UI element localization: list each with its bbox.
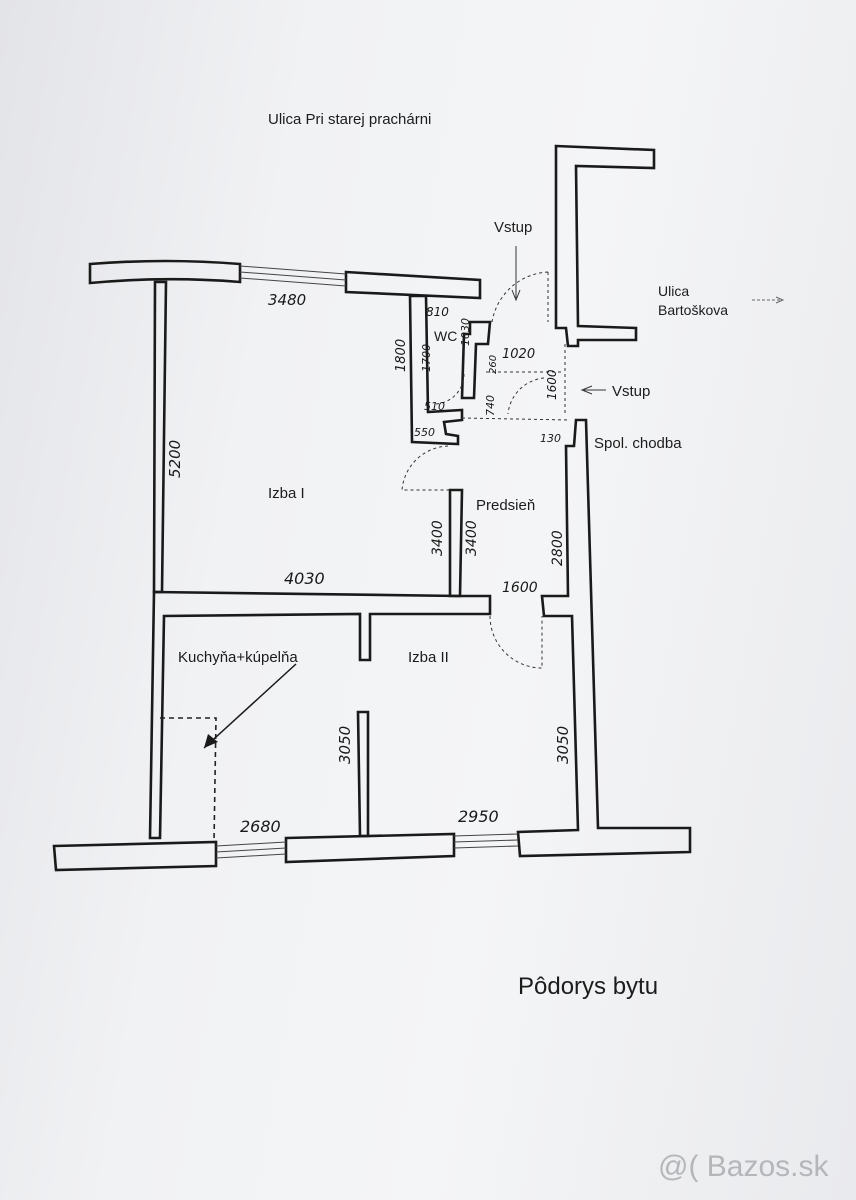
wall-corridor [554,144,656,348]
dim-4030: 4030 [284,569,325,588]
wall-wc-left [408,294,464,446]
dim-5200: 5200 [166,440,184,478]
dim-2800: 2800 [550,530,566,566]
dim-260: 260 [488,355,499,374]
entrance-right-label: Vstup [612,383,650,400]
dim-130: 130 [540,432,561,445]
door-wc [433,373,465,405]
wall-top-left [88,259,242,285]
room-izba1-label: Izba I [268,485,305,502]
dim-3480: 3480 [268,291,306,309]
room-wc-label: WC [434,328,457,344]
dim-810: 810 [426,305,449,319]
windows [215,265,519,859]
wall-partition [356,710,370,838]
dim-2950: 2950 [458,807,499,826]
street-right-label-2: Bartoškova [658,302,728,318]
dim-510: 510 [424,400,445,413]
wall-izba1-bottom [148,590,492,840]
wall-predsien-right [516,418,692,858]
plan-caption: Pôdorys bytu [518,973,658,1000]
dim-1600-horizontal: 1600 [502,580,538,596]
dim-1800: 1800 [394,339,409,372]
corridor-label: Spol. chodba [594,435,682,452]
dim-3400-right: 3400 [464,520,480,556]
arrows [203,246,785,749]
dim-3050-right: 3050 [554,726,572,764]
room-izba2-label: Izba II [408,649,449,666]
room-kitchen-label: Kuchyňa+kúpelňa [178,649,298,666]
bath-area [160,717,217,843]
street-top-label: Ulica Pri starej prachárni [268,111,431,128]
dim-740: 740 [484,395,497,416]
wall-izba1-left [152,280,168,594]
dim-2680: 2680 [240,817,281,836]
dim-1700: 1700 [420,344,433,372]
wall-top-middle [344,270,482,300]
door-izba2 [489,615,543,669]
entrance-top-label: Vstup [494,219,532,236]
door-izba1 [401,445,450,491]
dim-3050-left: 3050 [336,726,354,764]
wall-bottom-left [52,840,218,872]
wall-predsien-left [448,488,464,598]
doors [401,271,571,669]
wall-bottom-middle [284,832,456,864]
door-predsien [507,377,545,415]
dim-550: 550 [414,426,435,439]
dim-1020: 1020 [502,347,535,362]
door-entrance-top [491,271,549,323]
dim-1030: 1030 [459,318,472,346]
wall-wc-right [460,320,492,400]
dim-1600-vertical: 1600 [545,369,559,400]
walls [52,144,692,872]
dim-3400-left: 3400 [430,520,446,556]
watermark: @( Bazos.sk [658,1150,829,1183]
street-right-label-1: Ulica [658,283,689,299]
room-predsien-label: Predsieň [476,497,535,514]
